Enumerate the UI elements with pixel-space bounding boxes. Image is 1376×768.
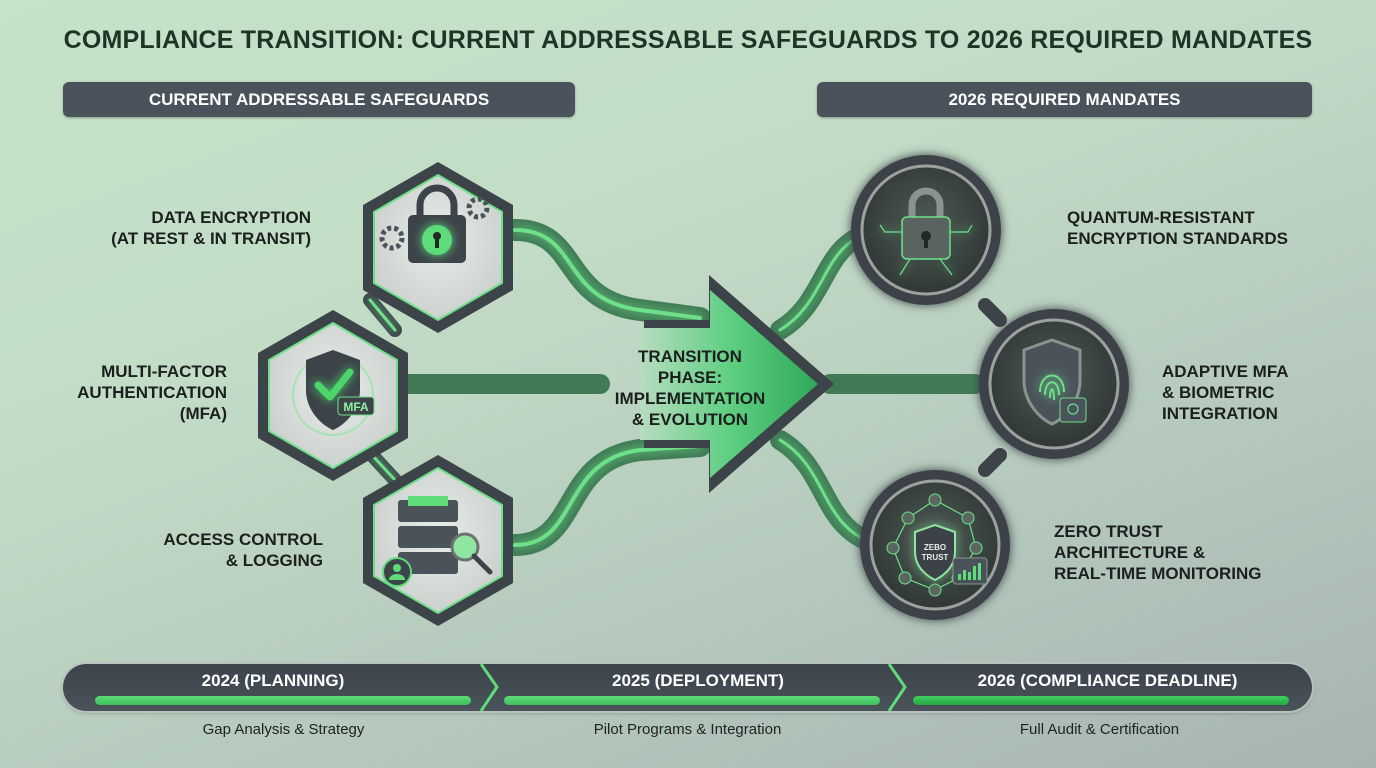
timeline-phase-2024: 2024 (PLANNING) <box>63 664 483 711</box>
transition-phase-label: TRANSITION PHASE: IMPLEMENTATION & EVOLU… <box>614 347 766 429</box>
transition-arrow-icon <box>640 275 834 493</box>
svg-text:TRUST: TRUST <box>922 553 949 562</box>
hex-mfa: MFA <box>258 310 408 481</box>
hex-data-encryption <box>363 162 513 333</box>
mandate-label-adaptive-mfa: ADAPTIVE MFA & BIOMETRIC INTEGRATION <box>1162 362 1289 423</box>
timeline-bar: 2024 (PLANNING) 2025 (DEPLOYMENT) 2026 (… <box>63 664 1312 711</box>
current-safeguards-header: CURRENT ADDRESSABLE SAFEGUARDS <box>63 82 575 117</box>
progress-bar-2025 <box>504 696 880 705</box>
safeguard-label-mfa: MULTI-FACTOR AUTHENTICATION (MFA) <box>77 362 227 423</box>
required-mandates-header-label: 2026 REQUIRED MANDATES <box>948 89 1181 109</box>
chevron-right-icon <box>887 664 907 711</box>
progress-bar-2024 <box>95 696 471 705</box>
timeline-description-2024: Gap Analysis & Strategy <box>202 721 365 738</box>
current-safeguards-header-label: CURRENT ADDRESSABLE SAFEGUARDS <box>148 89 490 109</box>
circle-zero-trust: ZEBO TRUST <box>860 470 1010 620</box>
mandate-label-zero-trust: ZERO TRUST ARCHITECTURE & REAL-TIME MONI… <box>1054 522 1262 583</box>
mandate-label-quantum-encryption: QUANTUM-RESISTANT ENCRYPTION STANDARDS <box>1067 208 1289 248</box>
timeline-phase-2025: 2025 (DEPLOYMENT) <box>493 664 903 711</box>
timeline-description-2026: Full Audit & Certification <box>1019 721 1180 738</box>
hex-access-control <box>363 455 513 626</box>
circle-quantum-encryption <box>851 155 1001 305</box>
progress-bar-2026 <box>913 696 1289 705</box>
timeline-description-2025: Pilot Programs & Integration <box>593 721 782 738</box>
chevron-right-icon <box>479 664 499 711</box>
page-title: COMPLIANCE TRANSITION: CURRENT ADDRESSAB… <box>63 26 1313 54</box>
safeguard-label-data-encryption: DATA ENCRYPTION (AT REST & IN TRANSIT) <box>111 208 311 248</box>
timeline-phase-2026: 2026 (COMPLIANCE DEADLINE) <box>903 664 1312 711</box>
circle-adaptive-mfa <box>979 309 1129 459</box>
svg-text:ZEBO: ZEBO <box>924 543 946 552</box>
svg-text:MFA: MFA <box>343 400 369 414</box>
safeguard-label-access-control: ACCESS CONTROL & LOGGING <box>163 530 323 570</box>
required-mandates-header: 2026 REQUIRED MANDATES <box>817 82 1312 117</box>
